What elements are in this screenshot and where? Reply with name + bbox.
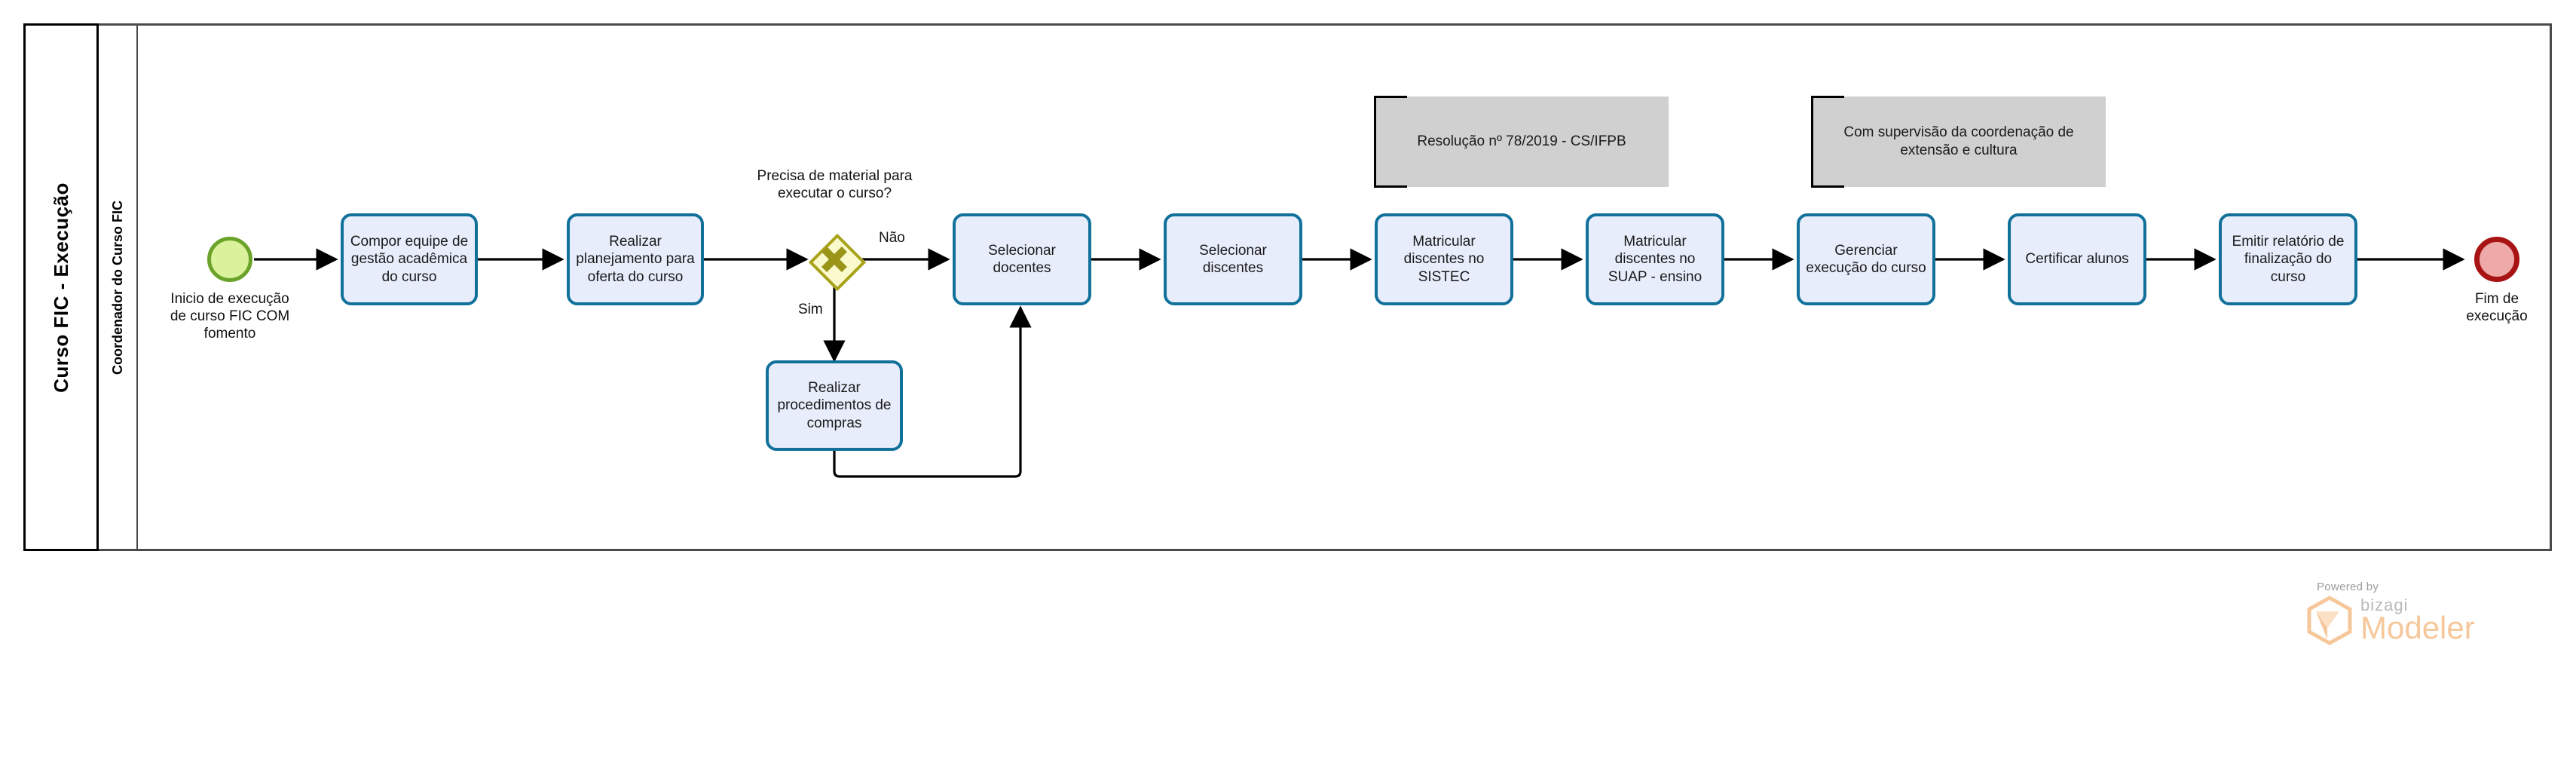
annotation-resolucao[interactable]: Resolução nº 78/2019 - CS/IFPB	[1374, 96, 1669, 188]
task-certificar-alunos[interactable]: Certificar alunos	[2008, 213, 2146, 305]
task-realizar-compras[interactable]: Realizar procedimentos de compras	[766, 360, 903, 451]
start-event[interactable]	[207, 237, 252, 282]
gateway-label: Precisa de material para executar o curs…	[757, 168, 913, 202]
bizagi-logo-icon	[2307, 596, 2352, 645]
pool-title: Curso FIC - Execução	[49, 182, 72, 393]
watermark-powered-by: Powered by	[2317, 581, 2379, 593]
exclusive-gateway[interactable]	[808, 233, 867, 292]
flow-label-nao: Não	[879, 230, 905, 246]
watermark-brand: bizagi	[2360, 596, 2409, 614]
task-selecionar-docentes[interactable]: Selecionar docentes	[953, 213, 1091, 305]
annotation-bracket	[1374, 96, 1407, 188]
annotation-supervisao[interactable]: Com supervisão da coordenação de extensã…	[1811, 96, 2106, 188]
task-matricular-suap[interactable]: Matricular discentes no SUAP - ensino	[1586, 213, 1724, 305]
task-compor-equipe[interactable]: Compor equipe de gestão acadêmica do cur…	[341, 213, 478, 305]
end-event-label: Fim de execução	[2466, 291, 2528, 325]
annotation-supervisao-text: Com supervisão da coordenação de extensã…	[1843, 124, 2074, 158]
task-matricular-sistec[interactable]: Matricular discentes no SISTEC	[1375, 213, 1513, 305]
watermark-product: Modeler	[2360, 610, 2475, 645]
flow-label-sim: Sim	[798, 302, 823, 317]
pool-header: Curso FIC - Execução	[23, 23, 99, 551]
gateway-x-icon	[809, 234, 859, 284]
start-event-label: Inicio de execução de curso FIC COM fome…	[170, 291, 290, 342]
annotation-resolucao-text: Resolução nº 78/2019 - CS/IFPB	[1417, 133, 1626, 150]
task-gerenciar-execucao[interactable]: Gerenciar execução do curso	[1797, 213, 1935, 305]
task-realizar-planejamento[interactable]: Realizar planejamento para oferta do cur…	[567, 213, 704, 305]
task-emitir-relatorio[interactable]: Emitir relatório de finalização do curso	[2219, 213, 2357, 305]
end-event[interactable]	[2474, 237, 2519, 282]
lane-title: Coordenador do Curso FIC	[109, 200, 125, 375]
task-selecionar-discentes[interactable]: Selecionar discentes	[1164, 213, 1302, 305]
bizagi-watermark: Powered by bizagi Modeler	[2306, 581, 2555, 663]
lane-header: Coordenador do Curso FIC	[99, 23, 138, 551]
